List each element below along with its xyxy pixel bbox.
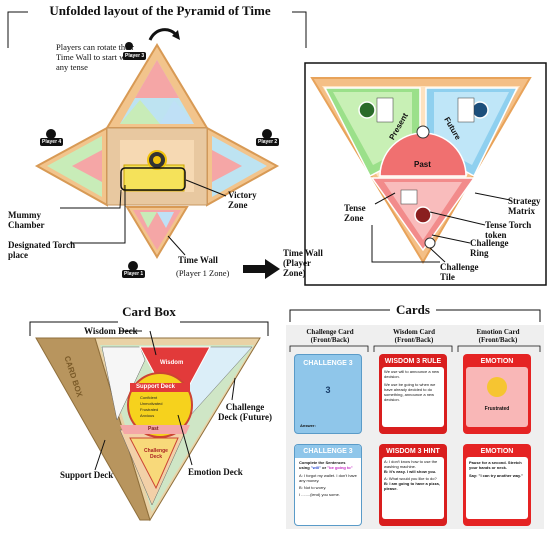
wisdom-deck-label: Wisdom Deck bbox=[84, 326, 138, 336]
wisdom-back-title: WISDOM 3 HINT bbox=[386, 448, 440, 455]
emotion-front-title: EMOTION bbox=[480, 358, 514, 365]
challenge-front-answer: Answer: bbox=[300, 423, 316, 428]
tense-torch-label: Tense Torch token bbox=[485, 220, 532, 240]
zoom-time-wall bbox=[310, 77, 532, 264]
challenge-card-header: Challenge Card (Front/Back) bbox=[306, 328, 354, 344]
support-deck-label: Support Deck bbox=[60, 470, 114, 480]
wisdom-card-back: WISDOM 3 HINT A: I don't know how to use… bbox=[379, 444, 447, 526]
wisdom-front-p1: We use will to announce a new decision. bbox=[384, 369, 440, 379]
wisdom-card-front: WISDOM 3 RULE We use will to announce a … bbox=[379, 354, 447, 434]
rotate-note: Players can rotate their Time Wall to st… bbox=[56, 42, 135, 72]
challenge-ring-label: Challenge Ring bbox=[470, 238, 509, 258]
emotion-list: Confident Unmotivated Frustrated Anxious bbox=[140, 395, 163, 418]
challenge-back-instruction: Complete the Sentences using "will" or "… bbox=[299, 460, 353, 470]
wisdom-front-p2: We use be going to when we have already … bbox=[384, 382, 436, 402]
player3-label: Player 3 bbox=[123, 52, 147, 60]
challenge-back-line1: A: I forgot my wallet. I don't have any … bbox=[299, 473, 357, 483]
player2-time-wall bbox=[206, 126, 280, 207]
challenge-front-number: 3 bbox=[325, 385, 331, 395]
challenge-deck-future-label: Challenge Deck (Future) bbox=[217, 402, 273, 422]
player1-zone-label: (Player 1 Zone) bbox=[176, 268, 230, 278]
mummy-chamber-label: Mummy Chamber bbox=[8, 210, 45, 230]
player4-icon bbox=[46, 126, 56, 144]
card-box-title: Card Box bbox=[122, 304, 176, 319]
card-box-drawing bbox=[35, 337, 261, 522]
inner-wisdom-label: Wisdom bbox=[160, 360, 184, 366]
inner-past-label: Past bbox=[148, 426, 159, 432]
wisdom-back-l4: B: I am going to have a pizza, please. bbox=[384, 481, 440, 491]
unfolded-layout-title: Unfolded layout of the Pyramid of Time bbox=[49, 3, 271, 18]
victory-zone-square bbox=[106, 127, 208, 206]
wisdom-card-header: Wisdom Card (Front/Back) bbox=[392, 328, 436, 344]
player4-label: Player 4 bbox=[40, 138, 64, 146]
wisdom-back-l3: A: What would you like to do? bbox=[384, 476, 437, 481]
strategy-matrix-label: Strategy Matrix bbox=[508, 196, 541, 216]
emotion-front-caption: Frustrated bbox=[484, 406, 510, 412]
emotion-card-back: EMOTION Pause for a second. Stretch your… bbox=[463, 444, 531, 526]
challenge-back-line3: I ........(lend) you some. bbox=[299, 492, 340, 497]
challenge-back-title: CHALLENGE 3 bbox=[295, 445, 361, 458]
challenge-tile-label: Challenge Tile bbox=[440, 262, 479, 282]
player3-icon bbox=[125, 42, 133, 52]
time-wall-label: Time Wall bbox=[178, 255, 218, 265]
emotion-back-l2: Say: "I can try another way." bbox=[469, 473, 523, 478]
wisdom-back-l2: B: It's easy. I will show you. bbox=[384, 469, 437, 474]
player1-time-wall bbox=[125, 206, 189, 259]
challenge-front-title: CHALLENGE 3 bbox=[303, 360, 353, 367]
emotion-back-title: EMOTION bbox=[480, 448, 514, 455]
player1-icon bbox=[128, 258, 138, 276]
emotion-card-header: Emotion Card (Front/Back) bbox=[476, 328, 520, 344]
emotion-card-front: EMOTION Frustrated bbox=[463, 354, 531, 434]
player2-icon bbox=[262, 126, 272, 144]
designated-torch-label: Designated Torch place bbox=[8, 240, 76, 260]
wisdom-front-title: WISDOM 3 RULE bbox=[384, 358, 442, 365]
frustrated-face-icon bbox=[487, 377, 507, 397]
challenge-card-back: CHALLENGE 3 Complete the Sentences using… bbox=[294, 444, 362, 526]
challenge-back-line2: B: Not to worry. bbox=[299, 485, 327, 490]
cards-title: Cards bbox=[396, 302, 430, 317]
inner-support-label: Support Deck bbox=[136, 384, 176, 390]
inner-challenge-label: Challenge Deck bbox=[144, 448, 168, 460]
player2-label: Player 2 bbox=[256, 138, 280, 146]
wisdom-back-l1: A: I don't know how to use the washing m… bbox=[384, 459, 438, 469]
zoom-time-wall-label: Time Wall (Player Zone) bbox=[283, 248, 323, 278]
challenge-card-front: CHALLENGE 3 3 Answer: bbox=[294, 354, 362, 434]
emotion-deck-label: Emotion Deck bbox=[188, 467, 243, 477]
past-segment-label: Past bbox=[414, 160, 431, 169]
tense-zone-label: Tense Zone bbox=[344, 203, 366, 223]
victory-zone-label: Victory Zone bbox=[228, 190, 257, 210]
player1-label: Player 1 bbox=[122, 270, 146, 278]
emotion-back-l1: Pause for a second. Stretch your hands o… bbox=[469, 460, 522, 470]
player4-time-wall bbox=[34, 126, 108, 207]
